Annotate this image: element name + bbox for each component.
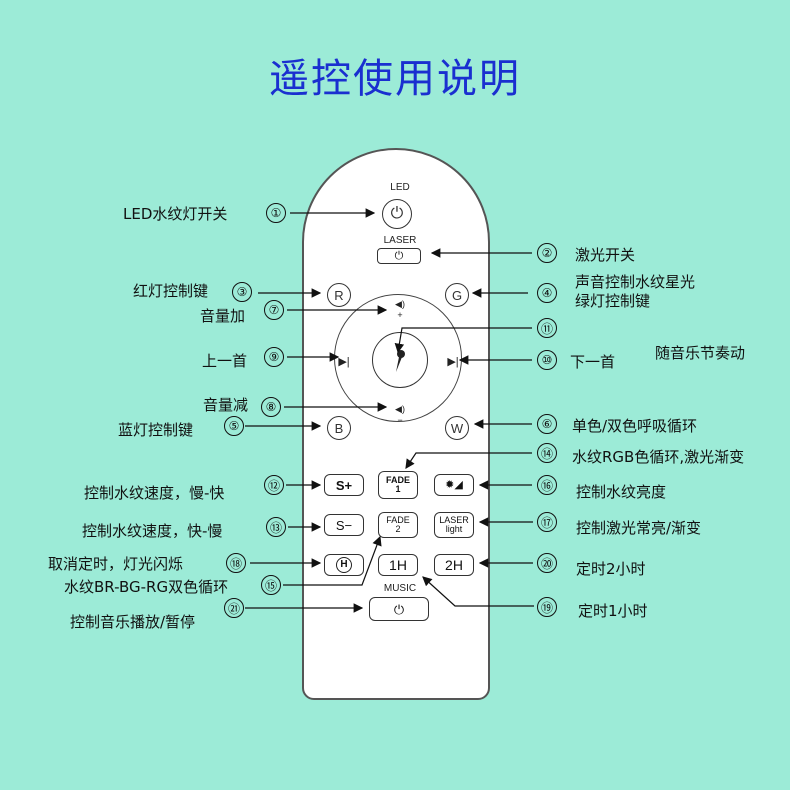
music-power-button[interactable]: ⏻	[369, 597, 429, 621]
callout-number-14: ⑭	[537, 443, 557, 463]
label-volume-up: 音量加	[200, 307, 246, 325]
music-label: MUSIC	[383, 583, 417, 594]
speaker-icon: ◀)	[395, 404, 405, 414]
power-icon: ⏻	[394, 249, 404, 262]
label-dual-color-cycle: 水纹BR-BG-RG双色循环	[64, 578, 229, 596]
timer-2h-button[interactable]: 2H	[434, 554, 474, 576]
timer-1h-button[interactable]: 1H	[378, 554, 418, 576]
callout-number-19: ⑲	[537, 597, 557, 617]
callout-number-18: ⑱	[226, 553, 246, 573]
power-icon: ⏻	[390, 205, 404, 222]
blue-button[interactable]: B	[327, 416, 351, 440]
speed-up-button[interactable]: S+	[324, 474, 364, 496]
volume-down-sign: −	[397, 415, 403, 425]
callout-number-3: ③	[232, 282, 252, 302]
fade2-text: FADE	[386, 515, 410, 525]
laser-light-text: LASER	[439, 515, 469, 525]
arrow-11	[394, 327, 532, 354]
laser-light-subtext: light	[445, 524, 463, 534]
green-button[interactable]: G	[445, 283, 469, 307]
laser-power-button[interactable]: ⏻	[377, 248, 421, 264]
callout-number-9: ⑨	[264, 347, 284, 367]
label-next-track: 下一首	[570, 353, 616, 371]
white-button[interactable]: W	[445, 416, 469, 440]
arrow-14	[405, 452, 532, 469]
fade1-number: 1	[395, 484, 401, 494]
label-speed-slow-fast: 控制水纹速度，慢-快	[84, 484, 225, 502]
label-blue-key: 蓝灯控制键	[118, 421, 194, 439]
fade1-button[interactable]: FADE 1	[378, 471, 418, 499]
led-power-button[interactable]: ⏻	[382, 199, 412, 229]
callout-number-4: ④	[537, 283, 557, 303]
volume-up-sign: +	[397, 310, 403, 320]
red-button[interactable]: R	[327, 283, 351, 307]
previous-track-button[interactable]: ▶|	[338, 355, 349, 368]
cancel-timer-button[interactable]: H	[324, 554, 364, 576]
label-music-play-pause: 控制音乐播放/暂停	[70, 613, 196, 631]
callout-number-20: ⑳	[537, 553, 557, 573]
fade1-text: FADE	[385, 475, 410, 485]
music-sync-button[interactable]	[372, 332, 428, 388]
callout-number-11: ⑪	[537, 318, 557, 338]
h-circle-icon: H	[336, 557, 352, 573]
callout-number-2: ②	[537, 243, 557, 263]
callout-number-6: ⑥	[537, 414, 557, 434]
previous-track-icon: ▶|	[338, 356, 350, 368]
callout-number-13: ⑬	[266, 517, 286, 537]
label-brightness: 控制水纹亮度	[576, 483, 667, 501]
next-track-icon: ▶|	[447, 356, 459, 368]
callout-number-1: ①	[266, 203, 286, 223]
laser-label: LASER	[383, 235, 417, 246]
brightness-button[interactable]: ✹◢	[434, 474, 474, 496]
callout-number-16: ⑯	[537, 475, 557, 495]
label-cancel-timer: 取消定时，灯光闪烁	[48, 555, 184, 573]
label-music-sync: 随音乐节奏动	[655, 344, 746, 362]
led-label: LED	[390, 182, 410, 193]
laser-light-button[interactable]: LASER light	[434, 512, 474, 538]
label-laser-mode: 控制激光常亮/渐变	[576, 519, 702, 537]
fade2-number: 2	[395, 524, 401, 534]
volume-down-button[interactable]: ◀) −	[395, 404, 405, 425]
label-volume-down: 音量减	[203, 396, 249, 414]
speed-down-button[interactable]: S−	[324, 514, 364, 536]
label-breathing-cycle: 单色/双色呼吸循环	[572, 417, 698, 435]
label-timer-1h: 定时1小时	[578, 602, 648, 620]
callout-number-15: ⑮	[261, 575, 281, 595]
page-title: 遥控使用说明	[269, 56, 521, 102]
label-led-switch: LED水纹灯开关	[123, 205, 228, 223]
power-icon: ⏻	[393, 601, 405, 617]
next-track-button[interactable]: ▶|	[447, 355, 458, 368]
label-green-key: 绿灯控制键	[575, 292, 651, 310]
sun-brightness-icon: ✹◢	[445, 478, 463, 491]
callout-number-12: ⑫	[264, 475, 284, 495]
volume-up-button[interactable]: ◀) +	[395, 299, 405, 320]
label-red-key: 红灯控制键	[133, 282, 209, 300]
label-sound-control: 声音控制水纹星光	[575, 273, 696, 291]
callout-number-21: ㉑	[224, 598, 244, 618]
fade2-button[interactable]: FADE 2	[378, 512, 418, 538]
callout-number-17: ⑰	[537, 512, 557, 532]
arrow-19	[422, 576, 534, 607]
callout-number-7: ⑦	[264, 300, 284, 320]
callout-number-8: ⑧	[261, 397, 281, 417]
arrow-15	[283, 535, 382, 586]
label-previous-track: 上一首	[202, 352, 248, 370]
callout-number-5: ⑤	[224, 416, 244, 436]
label-speed-fast-slow: 控制水纹速度，快-慢	[82, 522, 223, 540]
label-laser-switch: 激光开关	[575, 246, 636, 264]
label-rgb-cycle: 水纹RGB色循环,激光渐变	[572, 448, 745, 466]
speaker-icon: ◀)	[395, 299, 405, 309]
label-timer-2h: 定时2小时	[576, 560, 646, 578]
callout-number-10: ⑩	[537, 350, 557, 370]
